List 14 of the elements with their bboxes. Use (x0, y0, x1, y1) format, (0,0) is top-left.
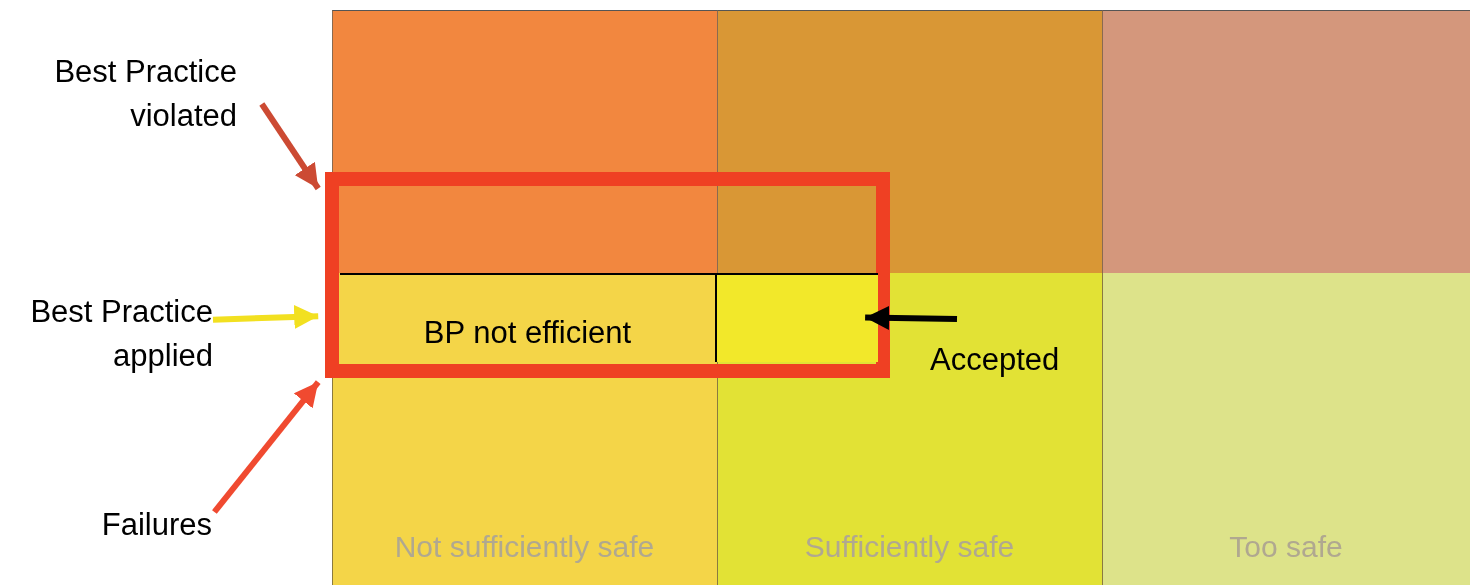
arrow (259, 102, 321, 191)
column-label: Sufficiently safe (803, 530, 1016, 564)
column-label: Too safe (1228, 530, 1344, 564)
annotation-text: Best Practice violated (30, 50, 237, 140)
arrow (212, 305, 319, 329)
matrix-cell: BP not efficient (340, 273, 717, 362)
annotation-text: Failures (92, 503, 212, 548)
arrow (865, 305, 958, 330)
arrow (212, 380, 321, 514)
matrix-cell (717, 273, 878, 362)
annotation-text: Accepted (930, 338, 1080, 380)
annotation-text: Best Practice applied (15, 290, 213, 375)
highlight-frame (325, 172, 890, 378)
column-label: Not sufficiently safe (393, 530, 656, 564)
